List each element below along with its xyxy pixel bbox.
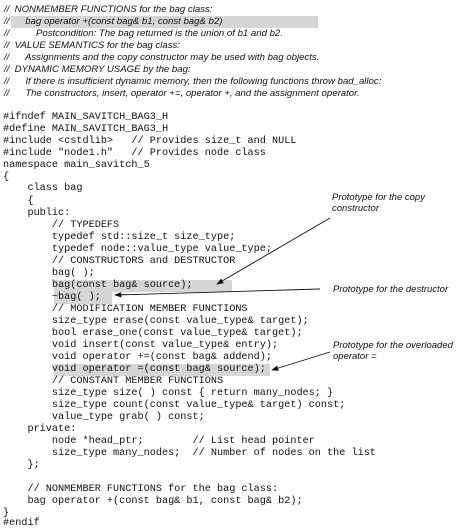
code-line: #define MAIN_SAVITCH_BAG3_H <box>3 124 169 135</box>
code-line: class bag <box>3 183 83 194</box>
code-line: void insert(const value_type& entry); <box>3 340 279 351</box>
code-line: void operator =(const bag& source); <box>3 364 266 375</box>
code-line: node *head_ptr; // List head pointer <box>3 436 315 447</box>
code-line: #ifndef MAIN_SAVITCH_BAG3_H <box>3 112 169 123</box>
code-line: bag operator +(const bag& b1, const bag&… <box>3 496 303 507</box>
copy-constructor-arrow <box>216 217 331 285</box>
code-line: size_type size( ) const { return many_no… <box>3 388 334 399</box>
code-line: void operator +=(const bag& addend); <box>3 352 272 363</box>
code-line: private: <box>3 424 77 435</box>
code-line: size_type erase(const value_type& target… <box>3 316 309 327</box>
code-line: size_type count(const value_type& target… <box>3 400 346 411</box>
note-copy-constructor: Prototype for the copy constructor <box>332 192 425 214</box>
code-line: // CONSTANT MEMBER FUNCTIONS <box>3 376 224 387</box>
code-line: typedef std::size_t size_type; <box>3 232 236 243</box>
code-line: #endif <box>3 518 40 529</box>
code-line: } <box>3 508 10 519</box>
line-highlight <box>54 292 112 304</box>
code-line: #include "node1.h" // Provides node clas… <box>3 148 266 159</box>
code-line: public: <box>3 208 71 219</box>
code-line: ~bag( ); <box>3 292 101 303</box>
note-assignment-operator: Prototype for the overloaded operator = <box>333 340 453 362</box>
line-highlight <box>54 364 270 376</box>
code-line: value_type grab( ) const; <box>3 412 205 423</box>
comment-line: // NONMEMBER FUNCTIONS for the bag class… <box>4 4 213 15</box>
code-line: { <box>3 172 10 183</box>
code-line: // CONSTRUCTORS and DESTRUCTOR <box>3 256 236 267</box>
comment-line: // The constructors, insert, operator +=… <box>4 88 360 99</box>
line-highlight <box>54 280 232 292</box>
code-line: size_type many_nodes; // Number of nodes… <box>3 448 376 459</box>
code-line: #include <cstdlib> // Provides size_t an… <box>3 136 297 147</box>
code-line: namespace main_savitch_5 <box>3 160 150 171</box>
code-line: bag(const bag& source); <box>3 280 193 291</box>
code-line: typedef node::value_type value_type; <box>3 244 272 255</box>
destructor-arrow <box>114 288 321 298</box>
line-highlight <box>11 16 318 28</box>
assignment-operator-arrow <box>271 351 331 371</box>
code-line: // TYPEDEFS <box>3 220 120 231</box>
comment-line: // Assignments and the copy constructor … <box>4 52 320 63</box>
comment-line: // Postcondition: The bag returned is th… <box>4 28 283 39</box>
code-line: bool erase_one(const value_type& target)… <box>3 328 303 339</box>
comment-line: // If there is insufficient dynamic memo… <box>4 76 382 87</box>
code-line: // NONMEMBER FUNCTIONS for the bag class… <box>3 484 279 495</box>
comment-line: // DYNAMIC MEMORY USAGE by the bag: <box>4 64 191 75</box>
comment-line: // VALUE SEMANTICS for the bag class: <box>4 40 180 51</box>
code-line: { <box>3 196 34 207</box>
code-line: bag( ); <box>3 268 95 279</box>
code-line: }; <box>3 460 40 471</box>
note-destructor: Prototype for the destructor <box>333 284 449 295</box>
code-line: // MODIFICATION MEMBER FUNCTIONS <box>3 304 248 315</box>
comment-line: // bag operator +(const bag& b1, const b… <box>4 16 223 27</box>
